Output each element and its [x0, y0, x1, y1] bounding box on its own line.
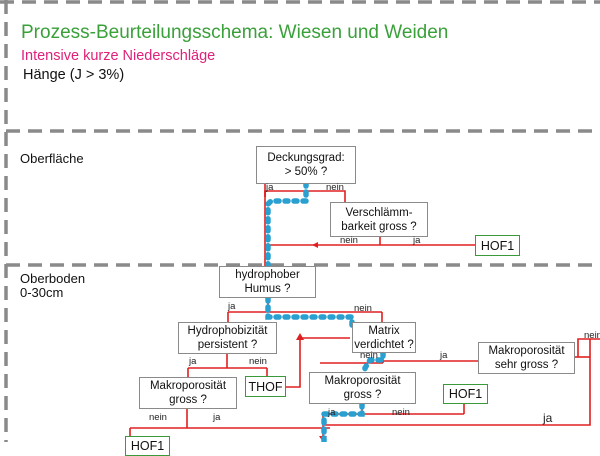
outcome-hof1-mid: HOF1 [443, 384, 488, 404]
zone-label-oberboden: Oberboden 0-30cm [20, 272, 85, 300]
question-makro-gross-mid: Makroporosität gross ? [309, 372, 416, 404]
zone-label-oberboden-line1: Oberboden [20, 271, 86, 286]
diagram-subtitle: Intensive kurze Niederschläge [21, 48, 216, 64]
question-hydrophober-humus-line2: Humus ? [244, 283, 291, 295]
edge-label-nein: nein [326, 182, 344, 193]
question-matrix-line1: Matrix [368, 324, 400, 337]
question-makro-gross-mid-line1: Makroporosität [324, 375, 401, 387]
edge-label-ja: ja [328, 407, 336, 418]
edge-label-ja: ja [266, 182, 274, 193]
outcome-hof1-top: HOF1 [475, 235, 520, 256]
question-makro-sehr-gross-line1: Makroporosität [488, 345, 565, 357]
question-deckungsgrad: Deckungsgrad: > 50% ? [256, 146, 356, 184]
edge-label-nein: nein [340, 235, 358, 246]
edge-label-nein: nein [584, 330, 600, 341]
outcome-thof: THOF [245, 376, 286, 397]
question-verschlaemmbarkeit-line2: barkeit gross ? [341, 220, 417, 233]
edge-label-ja: ja [440, 350, 448, 361]
question-hydrophober-humus-line1: hydrophober [235, 269, 300, 281]
question-makro-sehr-gross-line2: sehr gross ? [494, 359, 559, 371]
edge-label-ja: ja [543, 411, 553, 425]
question-deckungsgrad-line1: Deckungsgrad: [267, 152, 345, 164]
slope-condition: Hänge (J > 3%) [23, 67, 125, 83]
question-matrix-line2: verdichtet ? [354, 338, 414, 351]
question-verschlaemmbarkeit: Verschlämm- barkeit gross ? [330, 202, 428, 237]
edge-label-ja: ja [189, 356, 197, 367]
zone-label-oberflaeche: Oberfläche [20, 151, 84, 166]
edge-label-nein: nein [360, 350, 378, 361]
question-deckungsgrad-line2: > 50% ? [284, 166, 328, 178]
arrow-left-icon [312, 242, 318, 248]
question-hydrophobizitaet-line1: Hydrophobizität [187, 325, 268, 337]
edge-label-nein: nein [392, 407, 410, 418]
edge-label-ja: ja [228, 301, 236, 312]
zone-label-oberboden-line2: 0-30cm [20, 285, 64, 300]
question-hydrophober-humus: hydrophober Humus ? [219, 266, 316, 298]
flowchart-canvas [0, 0, 600, 442]
edge-label-nein: nein [249, 356, 267, 367]
arrow-up-icon [296, 333, 304, 340]
edge-label-nein: nein [149, 412, 167, 423]
edge-label-ja: ja [413, 235, 421, 246]
question-hydrophobizitaet: Hydrophobizität persistent ? [178, 322, 277, 354]
question-makro-gross-left-line2: gross ? [169, 394, 207, 406]
diagram-title: Prozess-Beurteilungsschema: Wiesen und W… [21, 22, 449, 43]
question-makro-gross-left: Makroporosität gross ? [139, 377, 237, 409]
decision-lines [129, 184, 600, 442]
question-verschlaemmbarkeit-line1: Verschlämm- [345, 206, 413, 219]
edge-label-nein: nein [354, 303, 372, 314]
question-makro-sehr-gross: Makroporosität sehr gross ? [478, 342, 575, 374]
outcome-hof1-bottom: HOF1 [125, 436, 170, 456]
question-hydrophobizitaet-line2: persistent ? [197, 339, 258, 351]
question-matrix: Matrix verdichtet ? [352, 322, 416, 353]
zone-borders [0, 0, 600, 442]
question-makro-gross-mid-line2: gross ? [343, 389, 382, 401]
highlighted-path [265, 180, 386, 442]
edge-label-ja: ja [213, 412, 221, 423]
question-makro-gross-left-line1: Makroporosität [149, 380, 227, 392]
